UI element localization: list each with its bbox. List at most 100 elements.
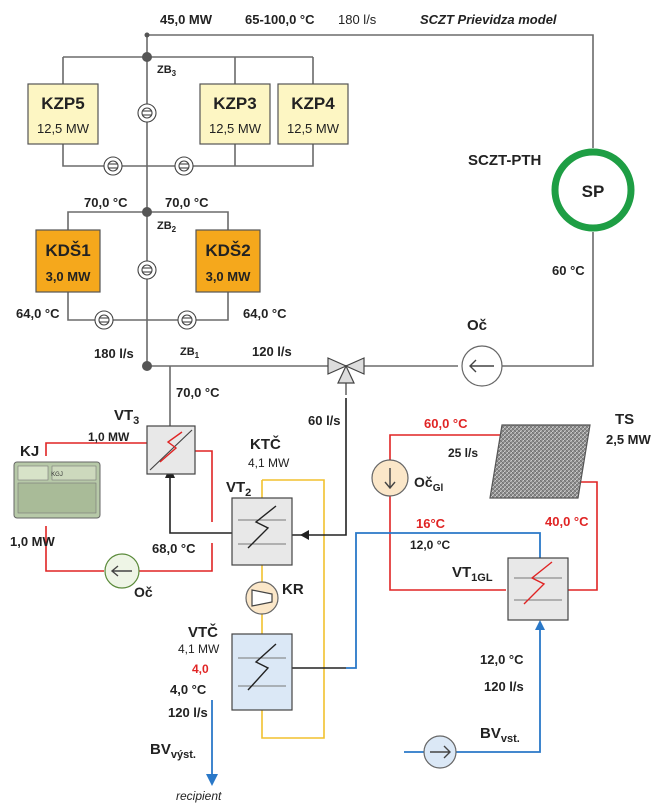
kr-label: KR [282, 581, 304, 598]
kds2-power: 3,0 MW [206, 269, 252, 284]
zb1-label: ZB1 [180, 346, 200, 360]
vtc-red-temp: 4,0 [192, 662, 209, 676]
bv-in-pump [423, 735, 457, 769]
kj-power: 1,0 MW [10, 534, 56, 549]
vt2-exchanger [231, 497, 293, 566]
kj-top-pipe [45, 442, 147, 456]
arrow-vt1gl-up [535, 620, 545, 630]
kzp3-label: KZP3 [213, 94, 256, 113]
top-flow: 180 l/s [338, 12, 377, 27]
pump-icon [94, 310, 114, 330]
vt3-out-temp: 70,0 °C [176, 385, 220, 400]
vtc-exchanger [231, 633, 293, 711]
vtc-out-temp: 4,0 °C [170, 682, 207, 697]
kzp3-power: 12,5 MW [209, 121, 262, 136]
kds-bottom-header [67, 292, 229, 321]
kj-unit-text: KGJ [51, 472, 63, 478]
zb3-label: ZB3 [157, 64, 177, 78]
oc-bottom-pump [104, 553, 140, 589]
vt3-power: 1,0 MW [88, 430, 130, 444]
kzp5-power: 12,5 MW [37, 121, 90, 136]
arrow-down-icon [384, 468, 396, 490]
ktc-power: 4,1 MW [248, 456, 290, 470]
vt1gl-label: VT1GL [452, 564, 493, 584]
kzp5-label: KZP5 [41, 94, 84, 113]
arrow-left-icon [469, 359, 494, 373]
compressor-icon [251, 589, 273, 607]
boiler-kzp4: KZP4 12,5 MW [277, 83, 349, 145]
ts-power: 2,5 MW [606, 432, 652, 447]
kds1-in-temp: 64,0 °C [16, 306, 60, 321]
ts-top-temp: 60,0 °C [424, 416, 468, 431]
junction-top [144, 32, 150, 38]
junction-zb2 [142, 207, 152, 217]
pipe-pumps [94, 103, 197, 330]
gl-red-left [389, 496, 506, 591]
recipient-label: recipient [176, 789, 222, 803]
bv-in-label: BVvst. [480, 725, 520, 745]
pump-icon [137, 260, 157, 280]
oc-gl-pump [371, 459, 409, 497]
vtc-blue-mid [346, 532, 541, 669]
oc-gl-label: OčGl [414, 474, 443, 494]
bv-in-temp: 12,0 °C [480, 652, 524, 667]
gl-in-temp: 12,0 °C [410, 538, 450, 552]
vt2-label: VT2 [226, 479, 251, 499]
kds-flow: 180 l/s [94, 346, 134, 361]
vtc-flow: 120 l/s [168, 705, 208, 720]
top-power: 45,0 MW [160, 12, 213, 27]
black-pipes [169, 398, 347, 669]
sp-return-temp: 60 °C [552, 263, 585, 278]
top-temp: 65-100,0 °C [245, 12, 315, 27]
sp-label: SP [582, 182, 605, 201]
ts-right-red [568, 481, 598, 591]
ktc-label: KTČ [250, 435, 281, 453]
boiler-kds1: KDŠ1 3,0 MW [35, 229, 101, 293]
pump-icon [103, 156, 123, 176]
arrow-vt2-left [300, 530, 309, 540]
vt3-label: VT3 [114, 407, 139, 427]
ts-right-temp: 40,0 °C [545, 514, 589, 529]
bv-in-blue2 [456, 624, 541, 753]
arrow-right-icon [430, 745, 451, 759]
three-way-valve [327, 357, 365, 384]
blue-pipes [211, 532, 541, 778]
junction-zb3 [142, 52, 152, 62]
kds1-label: KDŠ1 [45, 241, 90, 260]
kds1-out-temp: 70,0 °C [84, 195, 128, 210]
bv-in-flow: 120 l/s [484, 679, 524, 694]
labels: 45,0 MW 65-100,0 °C 180 l/s SCZT Prievid… [10, 12, 652, 803]
main-flow: 120 l/s [252, 344, 292, 359]
vt2-return-temp: 68,0 °C [152, 541, 196, 556]
arrow-recipient-down [206, 774, 218, 786]
gl-red-temp: 16°C [416, 516, 446, 531]
sp-consumer: SP [551, 148, 635, 232]
vt2-black-loop [169, 478, 232, 534]
hx-zigzag [149, 429, 193, 471]
pump-icon [177, 310, 197, 330]
pump-icon [137, 103, 157, 123]
kzp4-power: 12,5 MW [287, 121, 340, 136]
pump-icon [174, 156, 194, 176]
sp-return-pipe [502, 232, 594, 367]
top-supply-pipe [147, 34, 594, 148]
oc-to-vt2-red [139, 543, 213, 572]
boiler-kzp5: KZP5 12,5 MW [27, 83, 99, 145]
gl-flow: 25 l/s [448, 446, 478, 460]
oc-top-pump [461, 345, 503, 387]
yellow-pipes [261, 479, 325, 739]
kds2-out-temp: 70,0 °C [165, 195, 209, 210]
vtc-power: 4,1 MW [178, 642, 220, 656]
ktc-yellow-top [261, 479, 325, 739]
zb2-label: ZB2 [157, 220, 177, 234]
boiler-kzp3: KZP3 12,5 MW [199, 83, 271, 145]
bv-out-label: BVvýst. [150, 741, 196, 761]
vt3-right-red [195, 450, 213, 522]
vt2-black-right [292, 398, 347, 536]
ts-label: TS [615, 411, 634, 428]
kj-unit: KGJ [13, 461, 101, 519]
vtc-label: VTČ [188, 623, 218, 641]
arrow-left-icon [110, 565, 132, 577]
